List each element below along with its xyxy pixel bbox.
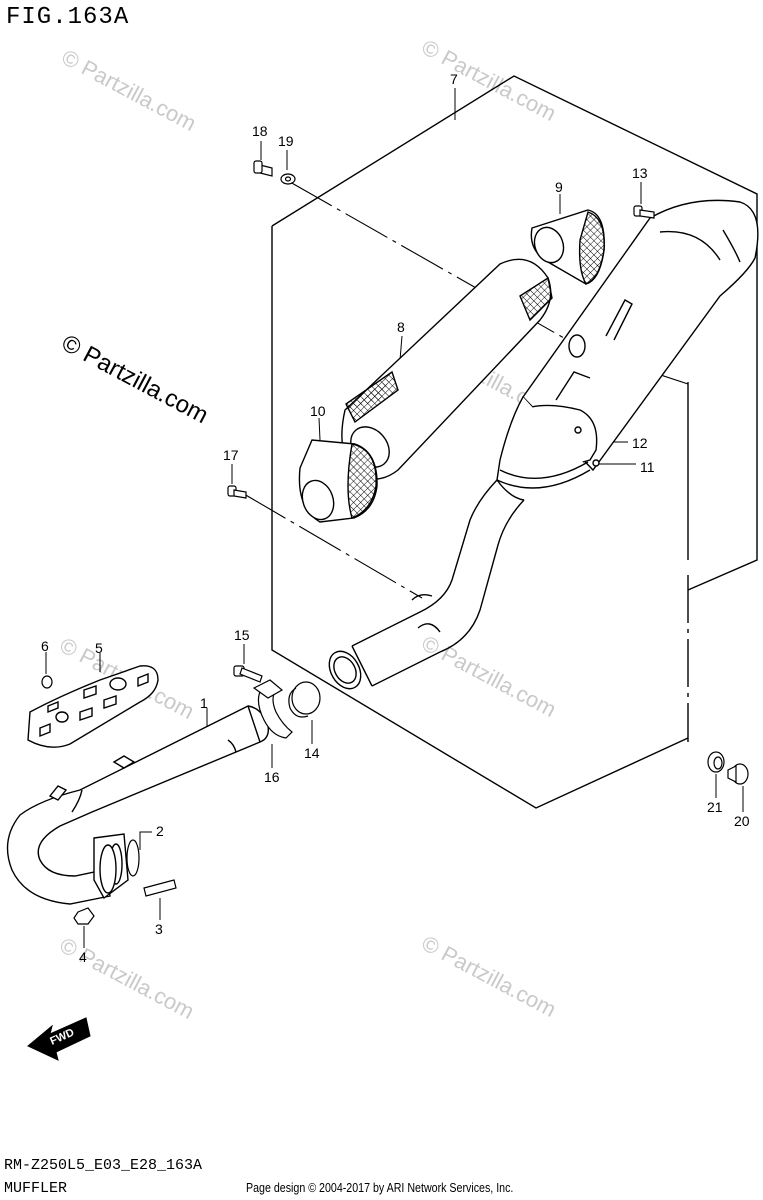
callout-3: 3 xyxy=(155,921,163,937)
callout-4: 4 xyxy=(79,949,87,965)
heat-guard xyxy=(27,665,159,748)
callout-19: 19 xyxy=(278,133,294,149)
inner-end-cap xyxy=(298,439,378,523)
callout-20: 20 xyxy=(734,813,750,829)
watermark-text: © Partzilla.com xyxy=(57,329,212,429)
muffler-assembly-box xyxy=(271,75,758,809)
callout-numbers: 1 2 3 4 5 6 7 8 9 10 11 12 13 14 15 16 1… xyxy=(41,71,750,965)
fwd-arrow: FWD xyxy=(27,1017,91,1061)
callout-21: 21 xyxy=(707,799,723,815)
callout-10: 10 xyxy=(310,403,326,419)
figure-code: RM-Z250L5_E03_E28_163A xyxy=(4,1157,203,1174)
callout-15: 15 xyxy=(234,627,250,643)
callout-11: 11 xyxy=(640,459,655,475)
watermark-text: © Partzilla.com xyxy=(418,630,561,722)
exhaust-pipe xyxy=(6,705,270,905)
callout-13: 13 xyxy=(632,165,648,181)
callout-9: 9 xyxy=(555,179,563,195)
callout-8: 8 xyxy=(397,319,405,335)
watermark-text: © Partzilla.com xyxy=(418,34,561,126)
callout-6: 6 xyxy=(41,638,49,654)
callout-16: 16 xyxy=(264,769,280,785)
end-cap xyxy=(530,209,605,285)
watermark-text: © Partzilla.com xyxy=(56,932,199,1024)
callout-1: 1 xyxy=(200,695,208,711)
callout-12: 12 xyxy=(632,435,648,451)
muffler-canister xyxy=(328,199,759,690)
callout-18: 18 xyxy=(252,123,268,139)
callout-7: 7 xyxy=(450,71,458,87)
credit-text: Page design © 2004-2017 by ARI Network S… xyxy=(246,1180,514,1195)
callout-5: 5 xyxy=(95,640,103,656)
watermark-text: © Partzilla.com xyxy=(58,44,201,136)
callout-17: 17 xyxy=(223,447,239,463)
figure-title: FIG.163A xyxy=(6,4,130,31)
figure-name: MUFFLER xyxy=(4,1180,68,1197)
callout-14: 14 xyxy=(304,745,320,761)
callout-2: 2 xyxy=(156,823,164,839)
watermark-text: © Partzilla.com xyxy=(418,930,561,1022)
small-parts xyxy=(41,160,749,925)
callout-lines xyxy=(45,88,744,948)
